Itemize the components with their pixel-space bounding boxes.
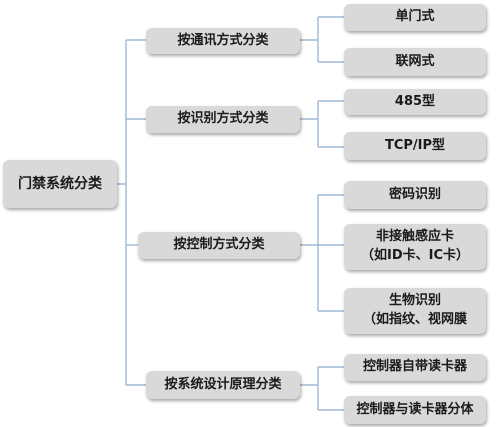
leaf-sublabel: （如指纹、视网膜 xyxy=(362,312,467,327)
leaf-node-tcpip: TCP/IP型 xyxy=(344,132,486,160)
leaf-label: 控制器与读卡器分体 xyxy=(356,401,474,417)
leaf-node-networked: 联网式 xyxy=(344,48,486,76)
leaf-label: 密码识别 xyxy=(388,186,441,202)
leaf-label: 控制器自带读卡器 xyxy=(362,359,467,375)
category-node-communication: 按通讯方式分类 xyxy=(146,28,300,54)
leaf-label: 联网式 xyxy=(395,53,435,69)
leaf-node-contactless-card: 非接触感应卡 （如ID卡、IC卡） xyxy=(344,224,486,270)
leaf-node-single-door: 单门式 xyxy=(344,4,486,31)
leaf-node-485: 485型 xyxy=(344,89,486,115)
leaf-label: TCP/IP型 xyxy=(384,137,446,153)
leaf-node-separate-reader: 控制器与读卡器分体 xyxy=(344,396,486,424)
category-label: 按识别方式分类 xyxy=(177,111,269,127)
connector-cat-0 xyxy=(300,16,344,63)
connector-cat-1 xyxy=(300,100,344,148)
category-label: 按通讯方式分类 xyxy=(177,32,269,48)
leaf-node-password: 密码识别 xyxy=(344,181,486,209)
root-node: 门禁系统分类 xyxy=(3,160,117,208)
root-node-label: 门禁系统分类 xyxy=(18,175,102,192)
leaf-label: 单门式 xyxy=(395,9,435,25)
leaf-node-biometric: 生物识别 （如指纹、视网膜 xyxy=(344,288,486,334)
connector-cat-2 xyxy=(300,194,344,312)
leaf-label: 485型 xyxy=(394,93,436,109)
leaf-label: 非接触感应卡 xyxy=(375,229,454,245)
category-node-identification: 按识别方式分类 xyxy=(146,106,300,133)
leaf-node-integrated-reader: 控制器自带读卡器 xyxy=(344,354,486,381)
category-label: 按控制方式分类 xyxy=(173,237,265,253)
category-node-control: 按控制方式分类 xyxy=(138,232,300,259)
leaf-label: 生物识别 xyxy=(388,293,441,309)
connector-cat-3 xyxy=(300,366,344,411)
connector-root-trunk xyxy=(117,40,127,385)
category-label: 按系统设计原理分类 xyxy=(164,376,282,392)
leaf-sublabel: （如ID卡、IC卡） xyxy=(360,248,469,263)
category-node-design-principle: 按系统设计原理分类 xyxy=(146,371,300,399)
